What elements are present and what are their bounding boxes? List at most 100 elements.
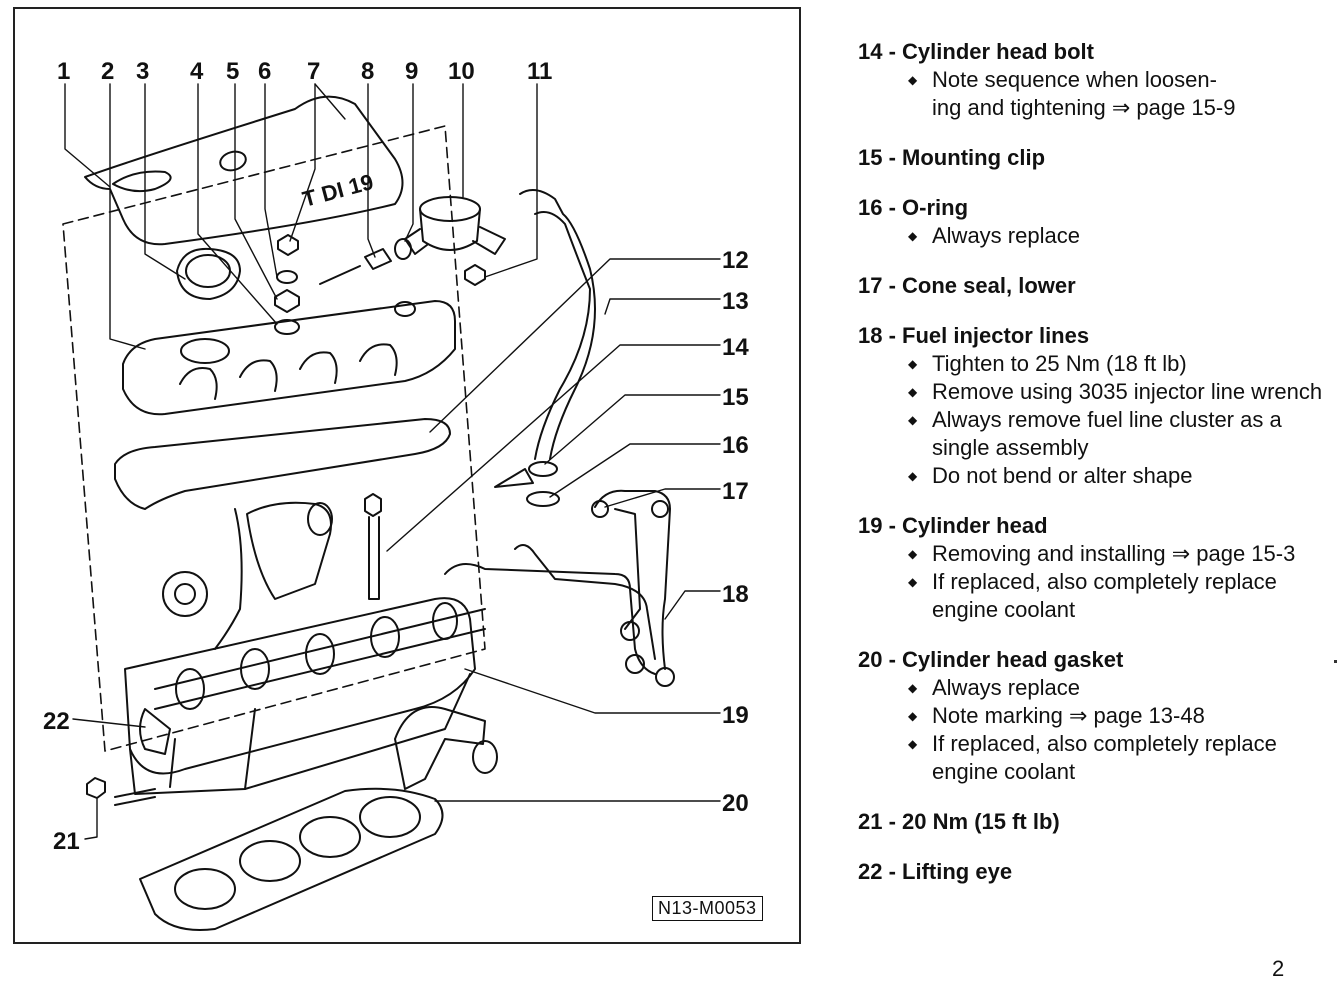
small-seals xyxy=(319,238,412,285)
exploded-view-figure: T DI 19 xyxy=(13,7,801,944)
egr-valve xyxy=(162,571,208,617)
page-number: 2 xyxy=(1272,956,1285,981)
cylinder-head-block xyxy=(124,597,498,795)
breather-valve xyxy=(404,196,506,286)
intake-elbow xyxy=(214,501,333,650)
parts-legend: 14 - Cylinder head boltNote sequence whe… xyxy=(858,38,1328,908)
legend-entry-number: 15 xyxy=(858,145,883,170)
callout-10: 10 xyxy=(448,58,475,85)
legend-note: Removing and installing ⇒ page 15-3 xyxy=(908,540,1328,568)
legend-note: Always replace xyxy=(908,222,1328,250)
legend-note: Note sequence when loosen- xyxy=(908,66,1328,94)
legend-note: ing and tightening ⇒ page 15-9 xyxy=(932,95,1236,120)
callout-15: 15 xyxy=(722,384,749,411)
engine-exploded-diagram: T DI 19 xyxy=(43,58,749,931)
callout-2: 2 xyxy=(101,58,114,85)
legend-entry-number: 14 xyxy=(858,39,883,64)
legend-note: Remove using 3035 injector line wrench xyxy=(908,378,1328,406)
legend-entry-separator: - xyxy=(882,809,903,834)
legend-entry-heading: 19 - Cylinder head xyxy=(858,512,1328,540)
legend-entry-heading: 14 - Cylinder head bolt xyxy=(858,38,1328,66)
legend-entry-15: 15 - Mounting clip xyxy=(858,144,1328,172)
legend-entry-heading: 15 - Mounting clip xyxy=(858,144,1328,172)
callout-1: 1 xyxy=(57,58,70,85)
legend-entry-heading: 21 - 20 Nm (15 ft lb) xyxy=(858,808,1328,836)
cylinder-head-gasket xyxy=(139,787,444,931)
legend-note: If replaced, also completely replace eng… xyxy=(908,568,1328,624)
legend-entry-separator: - xyxy=(882,859,903,884)
leader-lines xyxy=(64,83,721,840)
callout-16: 16 xyxy=(722,432,749,459)
legend-entry-heading: 18 - Fuel injector lines xyxy=(858,322,1328,350)
legend-entry-number: 16 xyxy=(858,195,883,220)
lifting-eye xyxy=(139,708,171,755)
cover-badge: T DI 19 xyxy=(300,169,376,212)
legend-entry-heading: 16 - O-ring xyxy=(858,194,1328,222)
callout-18: 18 xyxy=(722,581,749,608)
legend-entry-notes: Removing and installing ⇒ page 15-3If re… xyxy=(858,540,1328,624)
legend-entry-title: Lifting eye xyxy=(902,859,1013,884)
legend-entry-title: Cylinder head bolt xyxy=(902,39,1094,64)
callout-7: 7 xyxy=(307,58,320,85)
legend-entry-notes: Note sequence when loosen-ing and tighte… xyxy=(858,66,1328,122)
mounting-bolt xyxy=(86,777,156,806)
legend-entry-title: Cone seal, lower xyxy=(902,273,1076,298)
oil-filler-cap xyxy=(176,247,241,300)
legend-entry-14: 14 - Cylinder head boltNote sequence whe… xyxy=(858,38,1328,122)
callout-8: 8 xyxy=(361,58,374,85)
callout-20: 20 xyxy=(722,790,749,817)
legend-entry-18: 18 - Fuel injector linesTighten to 25 Nm… xyxy=(858,322,1328,490)
scan-speck xyxy=(1334,660,1337,663)
valve-cover-gasket xyxy=(114,418,451,510)
legend-note: Tighten to 25 Nm (18 ft lb) xyxy=(908,350,1328,378)
callout-19: 19 xyxy=(722,702,749,729)
legend-entry-title: 20 Nm (15 ft lb) xyxy=(902,809,1060,834)
legend-entry-title: Fuel injector lines xyxy=(902,323,1090,348)
legend-entry-number: 18 xyxy=(858,323,883,348)
legend-entry-separator: - xyxy=(882,513,903,538)
fuel-injector-lines xyxy=(444,489,675,687)
legend-entry-notes: Tighten to 25 Nm (18 ft lb)Remove using … xyxy=(858,350,1328,490)
legend-note: Note marking ⇒ page 13-48 xyxy=(908,702,1328,730)
callout-14: 14 xyxy=(722,334,749,361)
legend-entry-number: 17 xyxy=(858,273,883,298)
legend-entry-number: 22 xyxy=(858,859,883,884)
legend-entry-title: O-ring xyxy=(902,195,969,220)
callout-4: 4 xyxy=(190,58,204,85)
legend-note: Always replace xyxy=(908,674,1328,702)
legend-entry-number: 19 xyxy=(858,513,883,538)
legend-note: If replaced, also completely replace eng… xyxy=(908,730,1328,786)
cylinder-head-bolt xyxy=(364,493,382,600)
figure-reference-code: N13-M0053 xyxy=(652,896,763,921)
callout-17: 17 xyxy=(722,478,749,505)
legend-entry-title: Cylinder head gasket xyxy=(902,647,1124,672)
legend-entry-19: 19 - Cylinder headRemoving and installin… xyxy=(858,512,1328,624)
camshaft xyxy=(154,602,486,710)
legend-entry-number: 20 xyxy=(858,647,883,672)
legend-entry-heading: 20 - Cylinder head gasket xyxy=(858,646,1328,674)
legend-entry-heading: 17 - Cone seal, lower xyxy=(858,272,1328,300)
legend-entry-number: 21 xyxy=(858,809,883,834)
legend-entry-16: 16 - O-ringAlways replace xyxy=(858,194,1328,250)
callout-11: 11 xyxy=(527,58,552,85)
callout-9: 9 xyxy=(405,58,418,85)
callout-12: 12 xyxy=(722,247,749,274)
legend-entry-separator: - xyxy=(882,323,903,348)
legend-entry-20: 20 - Cylinder head gasketAlways replaceN… xyxy=(858,646,1328,786)
valve-cover xyxy=(122,300,456,416)
legend-entry-separator: - xyxy=(882,145,903,170)
legend-entry-separator: - xyxy=(882,647,903,672)
assembly-outline xyxy=(62,125,486,752)
legend-entry-notes: Always replace xyxy=(858,222,1328,250)
legend-entry-separator: - xyxy=(882,273,903,298)
legend-entry-22: 22 - Lifting eye xyxy=(858,858,1328,886)
callout-numbers: 1 2 3 4 5 6 7 8 9 10 11 12 13 14 15 16 1… xyxy=(43,58,749,855)
callout-3: 3 xyxy=(136,58,149,85)
legend-entry-notes: Always replaceNote marking ⇒ page 13-48I… xyxy=(858,674,1328,786)
callout-6: 6 xyxy=(258,58,271,85)
callout-21: 21 xyxy=(53,828,80,855)
legend-entry-21: 21 - 20 Nm (15 ft lb) xyxy=(858,808,1328,836)
legend-entry-title: Mounting clip xyxy=(902,145,1046,170)
legend-note: Always remove fuel line cluster as a sin… xyxy=(908,406,1328,462)
legend-entry-heading: 22 - Lifting eye xyxy=(858,858,1328,886)
